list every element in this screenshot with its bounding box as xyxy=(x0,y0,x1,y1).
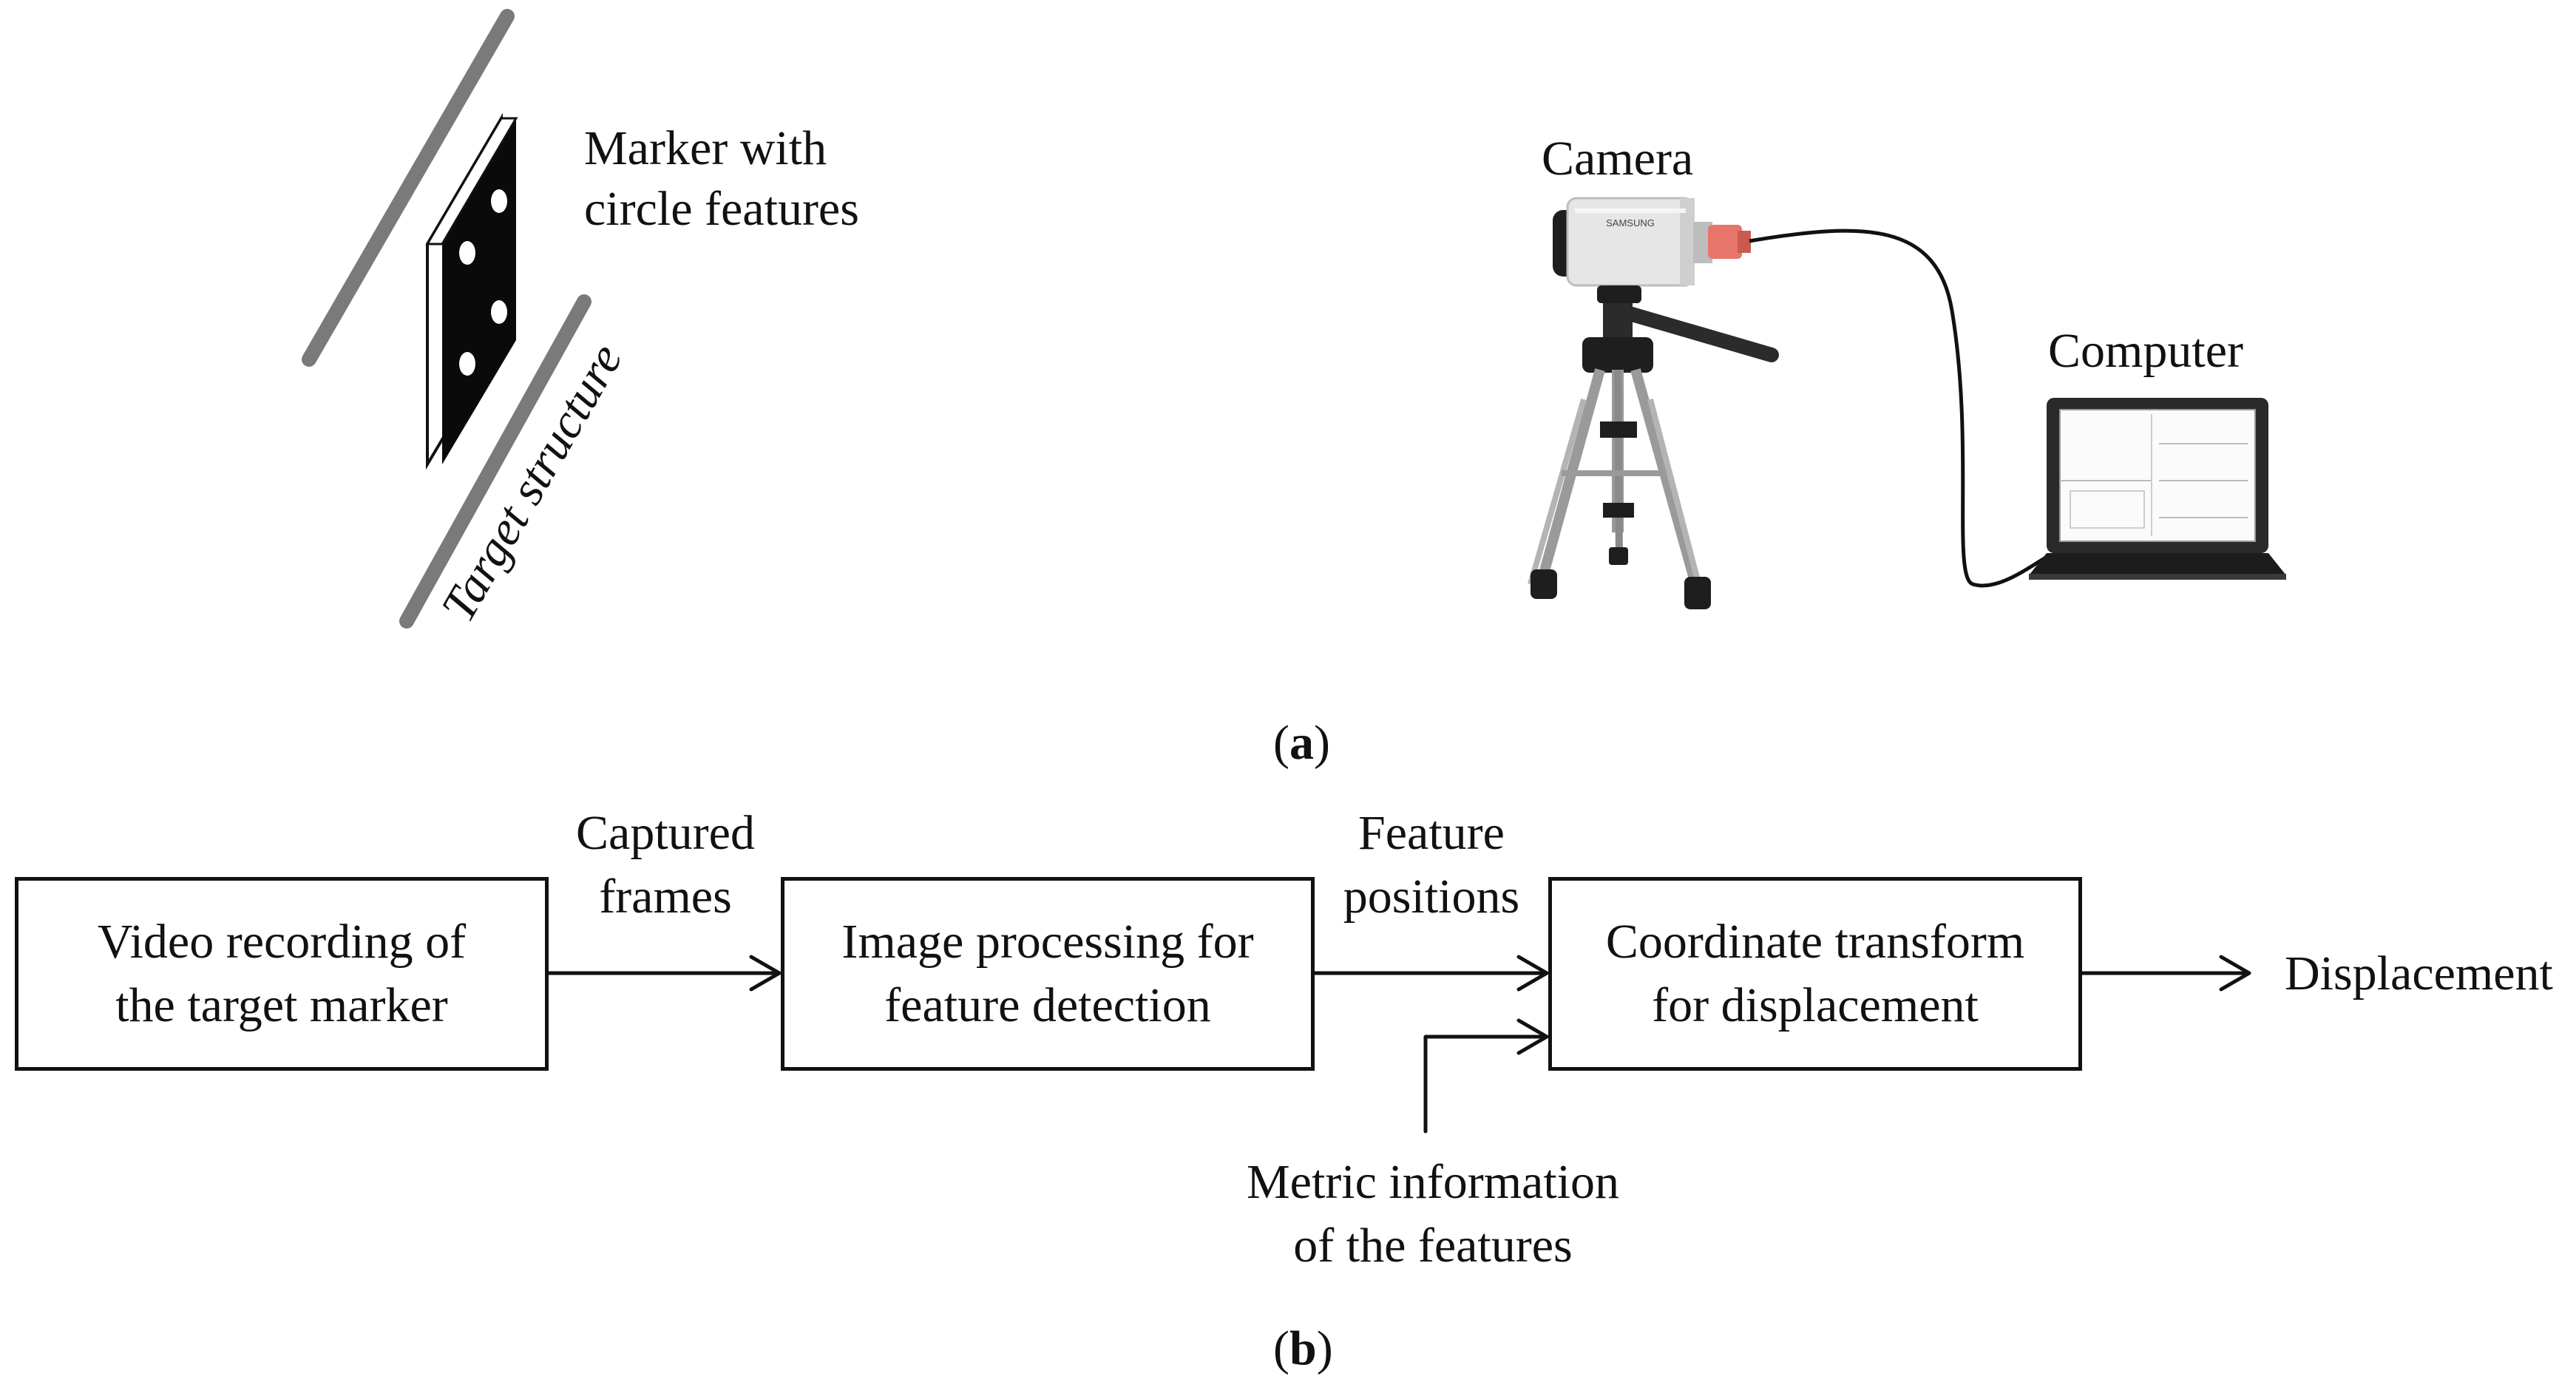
metric-label-line2: of the features xyxy=(1293,1219,1573,1273)
camera-brand-text: SAMSUNG xyxy=(1606,217,1655,228)
marker-plate xyxy=(425,112,518,470)
image-processing-box: Image processing for feature detection xyxy=(781,877,1315,1071)
camera-cable xyxy=(1749,228,2050,588)
caption-a-letter: a xyxy=(1289,716,1314,770)
caption-b-open: ( xyxy=(1273,1321,1289,1375)
marker-circle-feature xyxy=(459,241,475,265)
coordinate-transform-box: Coordinate transform for displacement xyxy=(1548,877,2082,1071)
box2-line1: Image processing for xyxy=(841,915,1254,969)
metric-label-line1: Metric information xyxy=(1246,1155,1620,1209)
displacement-output-label: Displacement xyxy=(2285,947,2553,1000)
arrow1-label-line2: frames xyxy=(599,870,732,924)
camera-label: Camera xyxy=(1542,132,1694,186)
arrow2-label-line2: positions xyxy=(1343,870,1520,924)
video-recording-box: Video recording of the target marker xyxy=(15,877,549,1071)
marker-circle-feature xyxy=(491,189,507,213)
structure-line-upper xyxy=(302,9,515,367)
marker-label-line2: circle features xyxy=(584,182,859,236)
caption-a-close: ) xyxy=(1313,716,1330,770)
caption-b-letter: b xyxy=(1289,1321,1317,1375)
arrow2-label-line1: Feature xyxy=(1358,806,1505,860)
box3-line2: for displacement xyxy=(1652,978,1979,1032)
box2-line2: feature detection xyxy=(884,978,1211,1032)
box1-line2: the target marker xyxy=(115,978,448,1032)
panel-b-caption: (b) xyxy=(1273,1319,1333,1378)
computer-label: Computer xyxy=(2048,324,2243,378)
arrow1-label-line1: Captured xyxy=(576,806,755,860)
box1-line1: Video recording of xyxy=(97,915,467,969)
camera-icon: SAMSUNG xyxy=(1553,197,1751,287)
marker-circle-feature xyxy=(459,352,475,376)
tripod-icon xyxy=(1528,285,1779,609)
caption-b-close: ) xyxy=(1316,1321,1333,1375)
structure-line-lower xyxy=(399,294,592,629)
box3-line1: Coordinate transform xyxy=(1605,915,2025,969)
panel-a-caption: (a) xyxy=(1273,714,1330,773)
caption-a-open: ( xyxy=(1273,716,1289,770)
marker-label-line1: Marker with xyxy=(584,121,827,175)
marker-circle-feature xyxy=(491,300,507,324)
laptop-icon xyxy=(2029,398,2286,580)
